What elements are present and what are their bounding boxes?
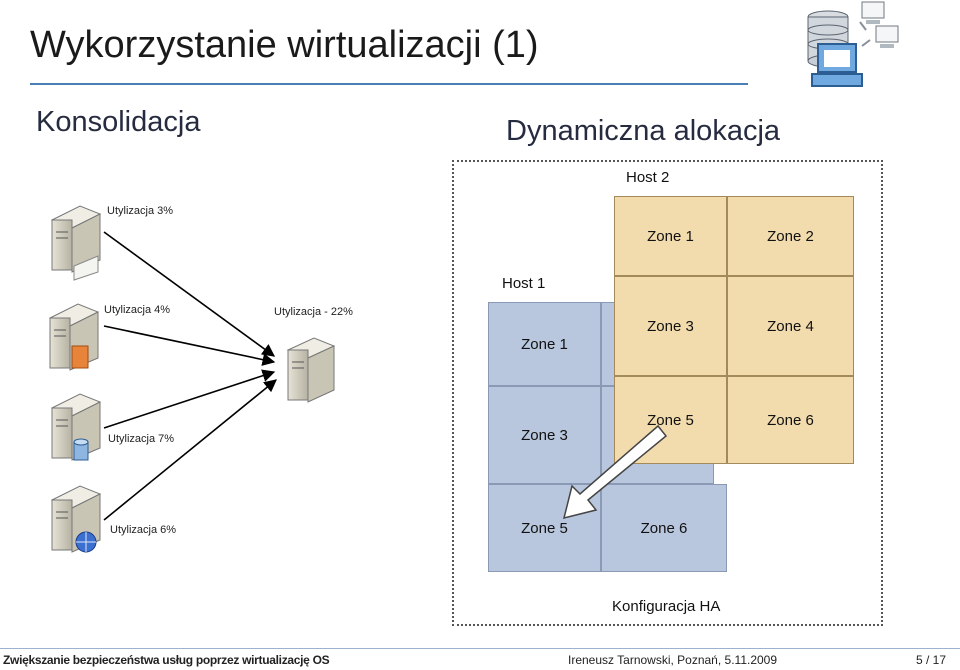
- host2-zone: Zone 2: [727, 196, 854, 276]
- server-icon: [50, 393, 102, 461]
- host1-zone: Zone 3: [488, 386, 601, 484]
- host2-zone: Zone 6: [727, 376, 854, 464]
- server-icon: [50, 485, 102, 553]
- globe-icon: [75, 531, 97, 553]
- host1-zone: Zone 6: [601, 484, 727, 572]
- footer-presentation-title: Zwiększanie bezpieczeństwa usług poprzez…: [3, 653, 330, 667]
- consolidation-heading: Konsolidacja: [36, 106, 201, 138]
- page-number: 5 / 17: [916, 653, 947, 667]
- server-utilization-label: Utylizacja 4%: [104, 304, 171, 316]
- ha-caption: Konfiguracja HA: [612, 598, 721, 615]
- host2-zone: Zone 1: [614, 196, 727, 276]
- host1-zone: Zone 1: [488, 302, 601, 386]
- consolidation-diagram: [48, 205, 336, 553]
- host2-label: Host 2: [626, 169, 670, 186]
- target-utilization-label: Utylizacja - 22%: [274, 306, 353, 318]
- footer-author: Ireneusz Tarnowski, Poznań, 5.11.2009: [568, 653, 778, 667]
- server-utilization-label: Utylizacja 3%: [107, 205, 174, 217]
- host1-label: Host 1: [502, 275, 546, 292]
- database-icon: [73, 438, 89, 461]
- host2-zone: Zone 4: [727, 276, 854, 376]
- failover-arrow-icon: [562, 424, 668, 520]
- slide-title: Wykorzystanie wirtualizacji (1): [30, 24, 539, 66]
- server-icon: [286, 337, 336, 403]
- host2-zone: Zone 3: [614, 276, 727, 376]
- server-icon: [48, 303, 100, 371]
- laptop-icon: [811, 43, 863, 87]
- footer-divider: [0, 648, 960, 649]
- network-logo-icon: [807, 1, 899, 87]
- title-underline: [30, 83, 748, 85]
- server-icon: [50, 205, 102, 281]
- computer-icon: [861, 1, 899, 48]
- server-utilization-label: Utylizacja 7%: [108, 433, 175, 445]
- server-utilization-label: Utylizacja 6%: [110, 524, 177, 536]
- ha-configuration-diagram: [452, 160, 883, 626]
- dynamic-allocation-heading: Dynamiczna alokacja: [506, 115, 781, 147]
- arrow-icon: [103, 231, 277, 521]
